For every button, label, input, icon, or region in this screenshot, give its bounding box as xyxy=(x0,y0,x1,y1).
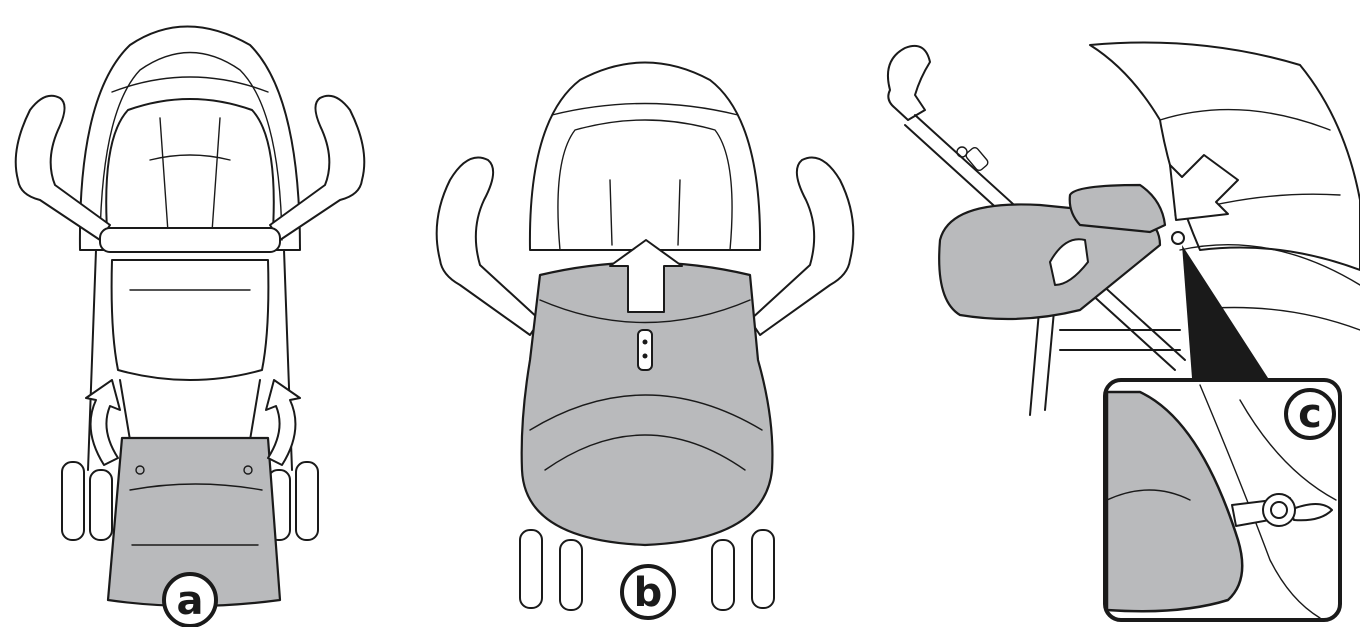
label-c-badge xyxy=(1284,388,1336,440)
down-arrow-icon xyxy=(1169,154,1239,221)
up-arrow-icon xyxy=(609,239,683,313)
callout-wedge xyxy=(1182,245,1268,378)
curved-arrow-icon xyxy=(265,379,301,466)
panel-b: b xyxy=(435,61,855,620)
zoom-inset: c xyxy=(1103,378,1342,622)
stroller-b xyxy=(435,61,855,611)
bumper-cover xyxy=(1068,183,1167,234)
label-a: a xyxy=(177,578,204,624)
stroller-a xyxy=(14,25,366,541)
panel-a: a xyxy=(14,25,366,627)
label-b-badge xyxy=(620,564,676,620)
label-a-badge xyxy=(162,572,218,627)
panel-c: c xyxy=(886,41,1360,622)
label-b: b xyxy=(634,570,663,616)
stroller-c xyxy=(886,41,1360,416)
curved-arrow-icon xyxy=(85,379,121,466)
label-c: c xyxy=(1298,391,1322,437)
footmuff-cover-b xyxy=(520,261,774,547)
